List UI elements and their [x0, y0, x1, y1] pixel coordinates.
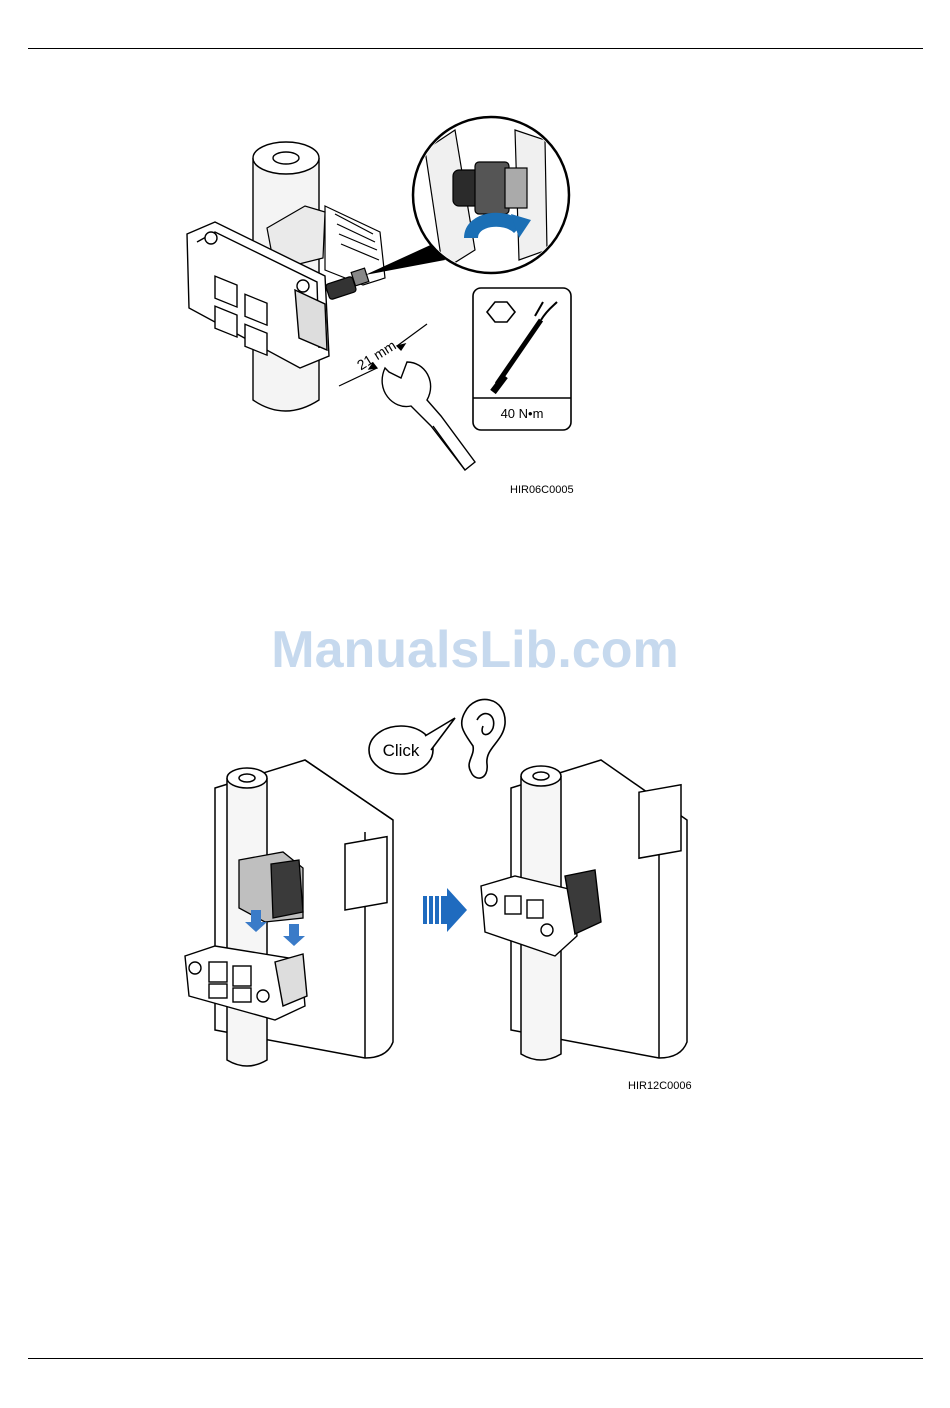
header-rule	[28, 48, 923, 49]
unit-bracket-left	[239, 852, 303, 922]
figure-install-on-pole: Click	[175, 690, 705, 1075]
ear-icon	[462, 700, 505, 779]
click-label: Click	[383, 741, 420, 760]
zoom-detail	[413, 117, 569, 273]
transition-arrow	[423, 888, 467, 932]
footer-rule	[28, 1358, 923, 1359]
figure-pole-bracket-tightening: 21 mm 40 N•m	[175, 110, 595, 480]
open-end-wrench	[382, 362, 475, 470]
figure2-code: HIR12C0006	[628, 1080, 692, 1092]
figure1-code: HIR06C0005	[510, 484, 574, 496]
torque-value: 40 N•m	[501, 406, 544, 421]
watermark: ManualsLib.com	[0, 620, 950, 680]
